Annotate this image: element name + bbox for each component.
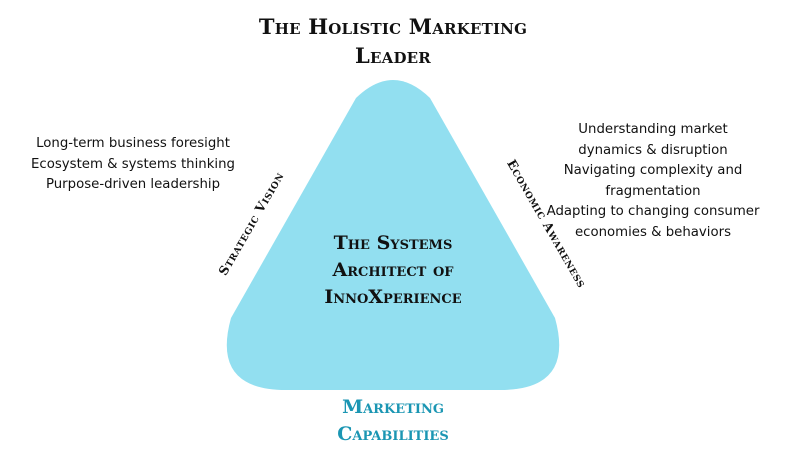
list-item: Ecosystem & systems thinking bbox=[31, 156, 235, 172]
strategic-vision-list: Long-term business foresight Ecosystem &… bbox=[24, 134, 242, 196]
list-item: Long-term business foresight bbox=[36, 136, 230, 151]
bottom-line-2: Capabilities bbox=[337, 423, 449, 445]
center-line-3: InnoXperience bbox=[324, 286, 462, 308]
economic-awareness-list: Understanding market dynamics & disrupti… bbox=[538, 120, 768, 243]
rounded-triangle bbox=[226, 80, 560, 390]
list-item: Adapting to changing consumer bbox=[546, 204, 760, 219]
title-line-1: The Holistic Marketing bbox=[258, 14, 528, 39]
list-item: Navigating complexity and bbox=[563, 163, 743, 178]
list-item: Purpose-driven leadership bbox=[45, 177, 221, 192]
marketing-capabilities-label: Marketing Capabilities bbox=[293, 394, 493, 448]
title-line-2: Leader bbox=[355, 43, 431, 68]
diagram-title: The Holistic Marketing Leader bbox=[193, 12, 593, 70]
list-item: fragmentation bbox=[605, 183, 701, 199]
center-line-2: Architect of bbox=[332, 259, 454, 281]
list-item: dynamics & disruption bbox=[578, 142, 728, 158]
list-item: economies & behaviors bbox=[574, 224, 732, 240]
center-label: The Systems Architect of InnoXperience bbox=[270, 230, 516, 311]
list-item: Understanding market bbox=[578, 122, 728, 137]
bottom-line-1: Marketing bbox=[342, 396, 444, 418]
center-line-1: The Systems bbox=[333, 232, 453, 254]
